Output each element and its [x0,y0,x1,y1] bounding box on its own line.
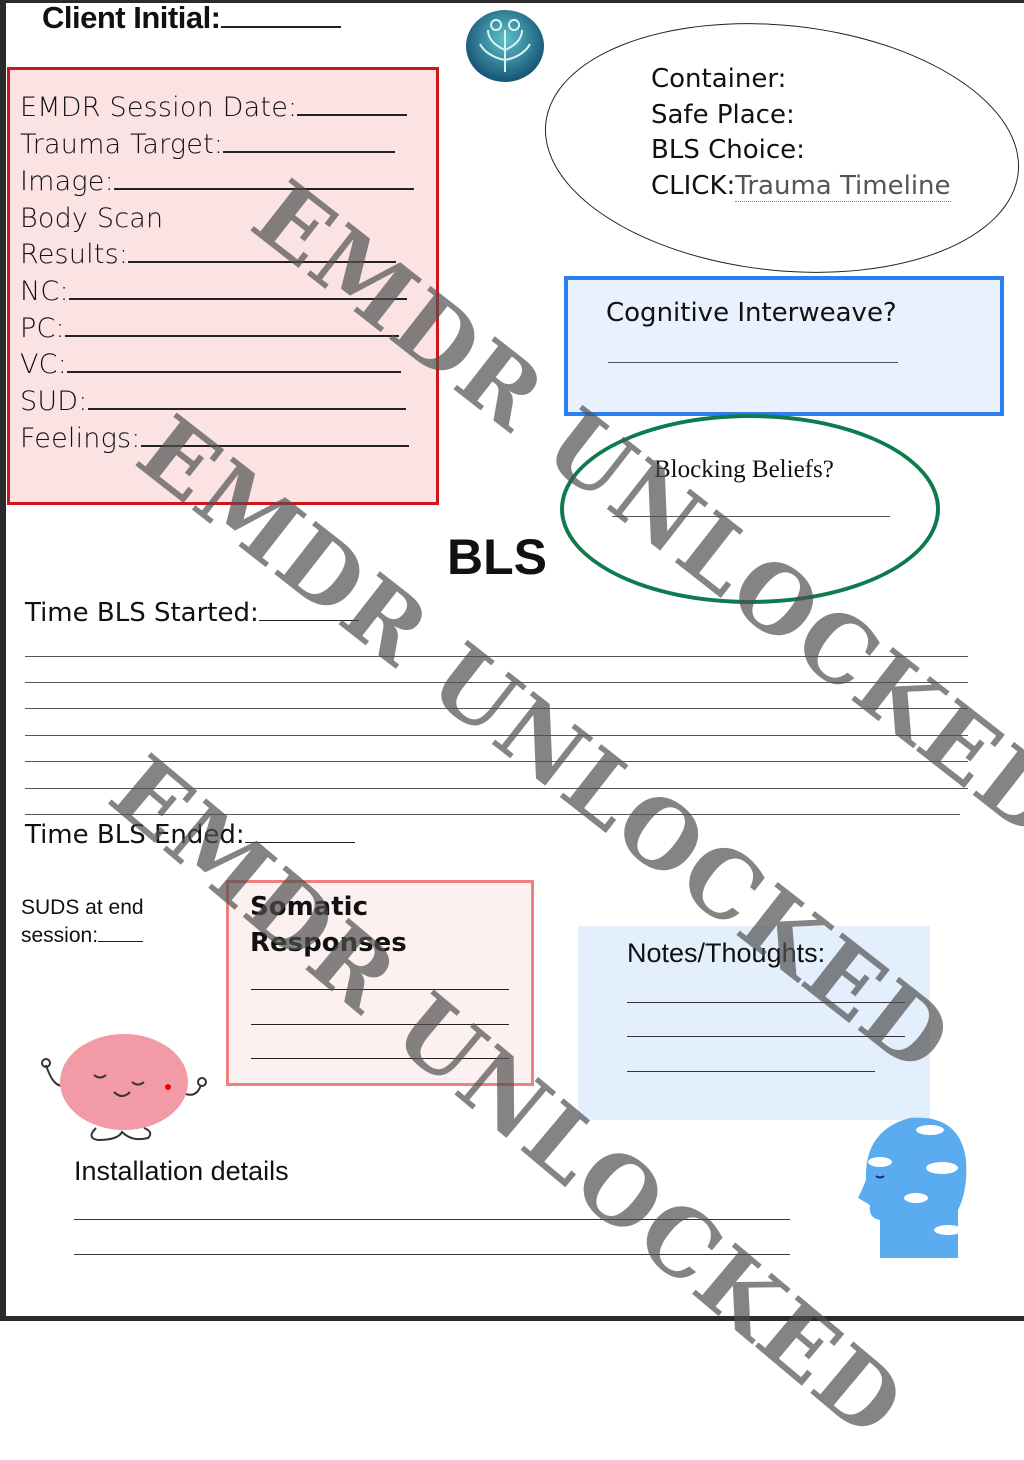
installation-details-label: Installation details [74,1156,289,1186]
client-initial-label: Client Initial: [42,0,221,35]
trauma-target-field[interactable]: Trauma Target: [20,129,396,160]
brain-tree-logo-icon [466,10,544,82]
vc-field[interactable]: VC: [20,349,402,380]
body-scan-label: Body Scan [20,203,164,234]
container-label: Container: [651,64,787,94]
bls-heading: BLS [447,529,547,585]
sud-field[interactable]: SUD: [20,386,406,417]
cognitive-interweave-line[interactable] [608,362,898,363]
click-prefix: CLICK: [651,170,736,201]
assessment-box: EMDR Session Date: Trauma Target: Image:… [7,67,439,505]
suds-end-label-2: session: [21,924,99,947]
cognitive-interweave-label: Cognitive Interweave? [606,298,897,328]
bls-choice-label: BLS Choice: [651,135,805,165]
feelings-field[interactable]: Feelings: [20,423,409,454]
somatic-line[interactable] [251,1024,509,1025]
notes-line[interactable] [627,1071,875,1072]
suds-end-label: SUDS at end [21,896,144,919]
bls-line[interactable] [25,761,968,762]
notes-label: Notes/Thoughts: [627,938,826,968]
meditating-brain-icon [36,1030,211,1175]
blocking-beliefs-line[interactable] [612,516,890,517]
trauma-timeline-link[interactable]: Trauma Timeline [735,170,951,202]
time-bls-ended-field[interactable]: Time BLS Ended: [25,820,355,850]
time-bls-started-field[interactable]: Time BLS Started: [25,598,359,628]
blocking-beliefs-label: Blocking Beliefs? [654,456,834,483]
head-with-clouds-icon [850,1110,970,1265]
notes-line[interactable] [627,1002,905,1003]
installation-line[interactable] [74,1254,790,1255]
session-date-field[interactable]: EMDR Session Date: [20,92,408,123]
client-initial-field[interactable]: Client Initial: [42,0,341,36]
bls-line[interactable] [25,682,968,683]
bls-line[interactable] [25,656,968,657]
page-bottom-border [0,1316,1024,1321]
installation-line[interactable] [74,1219,790,1220]
somatic-line[interactable] [251,1058,509,1059]
blocking-beliefs-oval: Blocking Beliefs? [560,414,940,604]
cognitive-interweave-box: Cognitive Interweave? [564,276,1004,416]
resources-list: Container: Safe Place: BLS Choice: CLICK… [651,62,951,204]
image-field[interactable]: Image: [20,166,414,197]
bls-line[interactable] [25,708,968,709]
notes-line[interactable] [627,1036,905,1037]
bls-line[interactable] [25,814,960,815]
page-top-border [0,0,1024,3]
results-field[interactable]: Results: [20,239,397,270]
notes-box: Notes/Thoughts: [578,926,930,1120]
pc-field[interactable]: PC: [20,313,399,344]
bls-line[interactable] [25,735,968,736]
client-initial-blank[interactable] [220,26,341,28]
somatic-line[interactable] [251,989,509,990]
suds-end-field[interactable]: SUDS at end session: [21,894,144,950]
safe-place-label: Safe Place: [651,99,795,130]
bls-line[interactable] [25,788,968,789]
nc-field[interactable]: NC: [20,276,407,307]
page-left-border [0,0,6,1321]
